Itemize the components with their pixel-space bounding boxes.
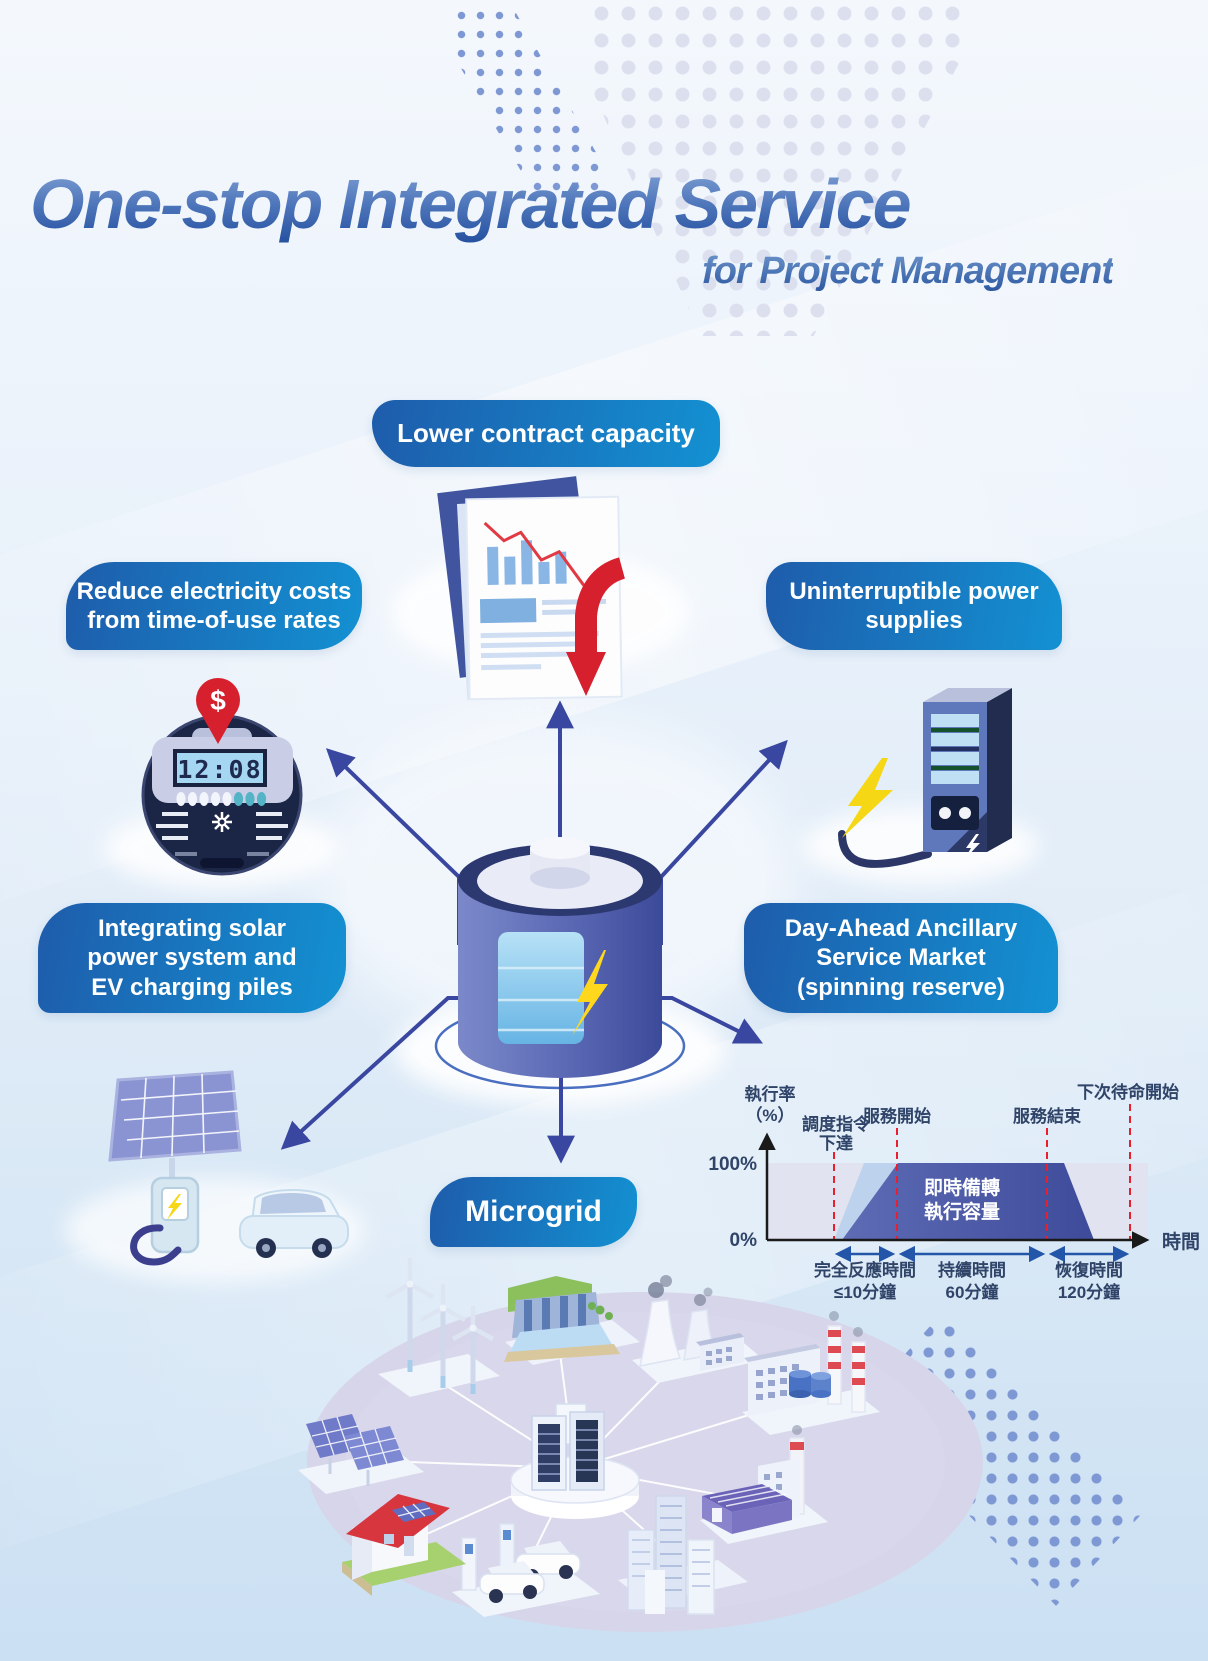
energy-storage-cabinet-icon <box>510 1403 640 1519</box>
ancillary-chart: 即時備轉 執行容量 執行率 （%） 100% 0% 時間 調度指令 下達 服務開… <box>708 1082 1200 1302</box>
ev-charging-station-icon <box>452 1523 600 1617</box>
car <box>515 1541 581 1583</box>
banner-label: EV charging piles <box>91 973 293 1001</box>
small-bolt-glyph <box>964 834 980 860</box>
meter-pips <box>176 792 267 806</box>
phase2-label: 持續時間 <box>938 1260 1006 1280</box>
factory-icon <box>742 1311 880 1435</box>
ups-panel <box>931 796 979 830</box>
banner-label: Uninterruptible power <box>789 577 1039 605</box>
page-subtitle: for Project Management <box>702 250 1114 292</box>
banner-microgrid: Microgrid <box>430 1177 637 1247</box>
banner-label: Integrating solar <box>97 915 287 943</box>
solar-farm-icon <box>298 1414 424 1494</box>
banner-label: Lower contract capacity <box>397 417 695 448</box>
car <box>479 1561 545 1603</box>
banner-label: power system and <box>87 944 297 972</box>
warehouse-icon <box>700 1425 828 1544</box>
banner-label: from time-of-use rates <box>87 607 341 634</box>
banner-lower-contract-capacity: Lower contract capacity <box>372 400 720 467</box>
banner-uninterruptible-power-supplies: Uninterruptible power supplies <box>766 562 1062 650</box>
solar-panel-icon <box>108 1070 242 1186</box>
dollar-sign: $ <box>210 685 226 716</box>
event-label-service-start: 服務開始 <box>863 1106 931 1126</box>
phase1-label: 完全反應時間 <box>814 1260 916 1280</box>
banner-label: (spinning reserve) <box>796 973 1006 1001</box>
red-down-arrow-icon <box>575 557 626 655</box>
meter-display-value: 12:08 <box>177 755 262 784</box>
power-cable <box>838 830 932 868</box>
ev-car-icon <box>239 1189 349 1258</box>
microgrid-scene <box>298 1258 983 1632</box>
banner-label: Day-Ahead Ancillary <box>784 915 1018 943</box>
small-bolt-glyph <box>167 1194 182 1220</box>
banner-label: Reduce electricity costs <box>76 577 352 605</box>
solar-ev-icon <box>108 1070 349 1266</box>
event-label-service-end: 服務結束 <box>1013 1106 1081 1126</box>
hydro-dam-icon <box>504 1276 640 1365</box>
battery-charge-window <box>498 932 584 1044</box>
banner-label: Service Market <box>816 944 986 972</box>
battery-icon <box>458 837 662 1078</box>
event-label-dispatch: 下達 <box>819 1134 853 1153</box>
ytick-0: 0% <box>730 1230 758 1251</box>
meter-markings <box>156 812 288 840</box>
ytick-100: 100% <box>708 1154 757 1175</box>
ev-charger-icon <box>150 1176 200 1254</box>
dollar-pin-icon: $ <box>196 678 240 744</box>
solar-house-icon <box>342 1494 466 1596</box>
report-pages-icon <box>437 476 626 701</box>
banner-label: supplies <box>865 607 963 634</box>
banner-label: Microgrid <box>465 1194 602 1228</box>
city-buildings-icon <box>618 1495 748 1615</box>
area-label: 即時備轉 <box>924 1176 1000 1199</box>
wind-turbines-icon <box>378 1258 500 1397</box>
lightning-bolt-icon <box>842 758 893 838</box>
smart-meter-icon: 12:08 $ <box>141 678 303 876</box>
event-label-dispatch: 調度指令 <box>802 1114 871 1134</box>
title-text: One-stop Integrated Service <box>30 165 912 243</box>
meter-display <box>173 749 267 787</box>
event-dashed-lines <box>833 1104 1131 1240</box>
phase3-value: 120分鐘 <box>1058 1282 1120 1302</box>
banner-reduce-electricity-costs: Reduce electricity costs from time-of-us… <box>66 562 362 650</box>
lightning-bolt-icon <box>572 950 608 1036</box>
area-label: 執行容量 <box>924 1200 1000 1223</box>
x-axis-label: 時間 <box>1162 1231 1200 1253</box>
ups-tower-icon <box>838 688 1012 868</box>
page-title: One-stop Integrated Service <box>30 164 1180 244</box>
capacity-area <box>842 1163 1094 1240</box>
phase2-value: 60分鐘 <box>946 1282 999 1302</box>
banner-day-ahead-ancillary-market: Day-Ahead Ancillary Service Market (spin… <box>744 903 1058 1013</box>
event-label-next-standby: 下次待命開始 <box>1077 1082 1179 1102</box>
phase3-label: 恢復時間 <box>1055 1260 1123 1280</box>
charging-cable <box>130 1224 182 1266</box>
y-axis-label: （%） <box>745 1105 794 1125</box>
banner-solar-ev-charging: Integrating solar power system and EV ch… <box>38 903 346 1013</box>
cooling-tower-plant-icon <box>632 1275 764 1383</box>
declining-line-glyph <box>483 521 585 587</box>
phase1-value: ≤10分鐘 <box>834 1282 896 1302</box>
ups-vents <box>931 714 979 784</box>
y-axis-label: 執行率 <box>745 1084 796 1104</box>
